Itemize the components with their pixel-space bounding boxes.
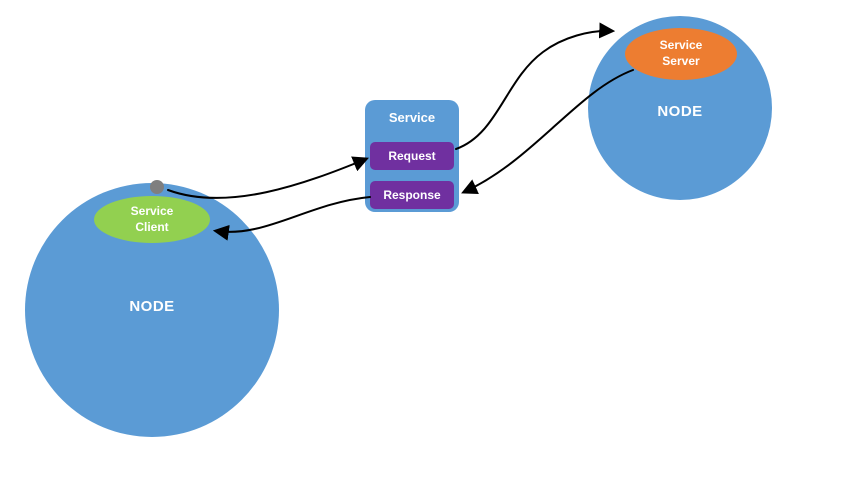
request-box: Request	[370, 142, 454, 170]
service-box: Service Request Response	[365, 100, 459, 212]
left-node-label: NODE	[129, 298, 175, 315]
right-node-label: NODE	[657, 103, 703, 120]
service-client-ellipse: Service Client	[94, 196, 210, 243]
service-client-label: Service Client	[130, 203, 174, 234]
service-server-label: Service Server	[659, 38, 703, 68]
response-label: Response	[383, 188, 441, 202]
service-box-title: Service	[388, 110, 436, 125]
response-box: Response	[370, 181, 454, 209]
service-server-ellipse: Service Server	[625, 28, 737, 80]
request-label: Request	[388, 149, 436, 163]
connection-dot	[150, 180, 164, 194]
